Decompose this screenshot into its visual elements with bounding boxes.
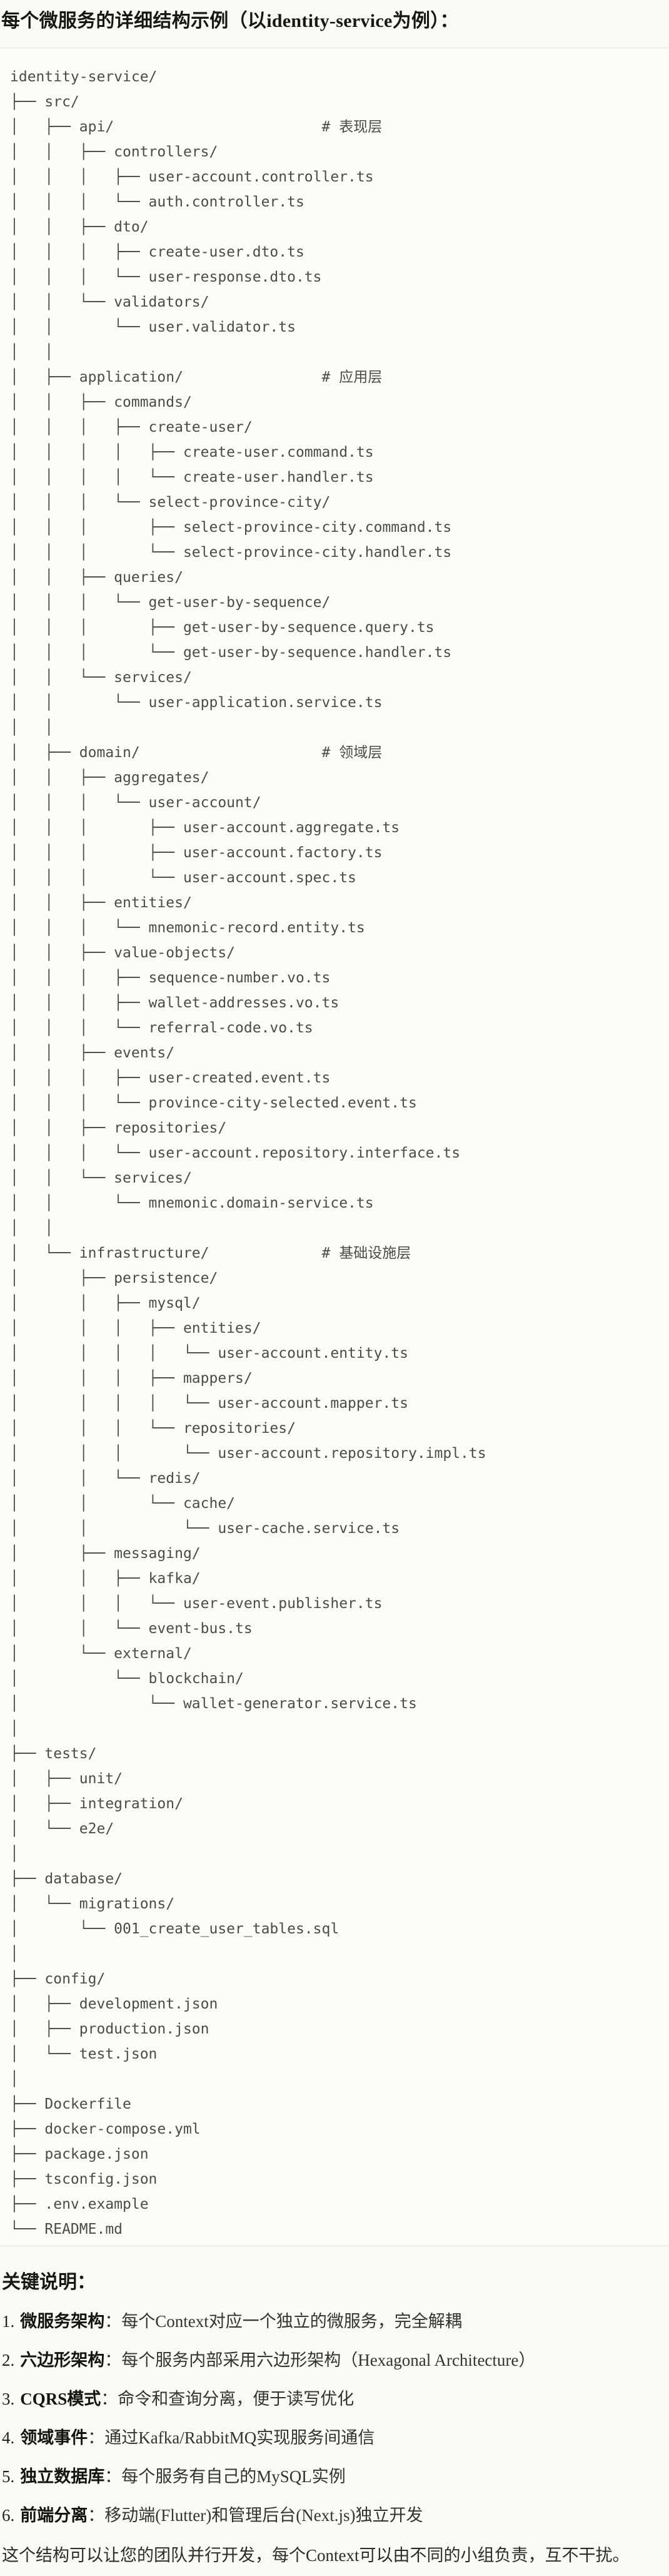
note-number: 2. <box>2 2351 15 2370</box>
note-item: 4. 领域事件：通过Kafka/RabbitMQ实现服务间通信 <box>2 2425 663 2450</box>
note-item: 1. 微服务架构：每个Context对应一个独立的微服务，完全解耦 <box>2 2309 663 2334</box>
note-separator: ： <box>104 2351 122 2370</box>
note-item: 6. 前端分离：移动端(Flutter)和管理后台(Next.js)独立开发 <box>2 2503 663 2528</box>
note-description: 移动端(Flutter)和管理后台(Next.js)独立开发 <box>104 2506 423 2525</box>
note-term: CQRS模式 <box>20 2390 101 2408</box>
note-description: 每个服务内部采用六边形架构（Hexagonal Architecture） <box>121 2351 536 2370</box>
note-number: 5. <box>2 2467 15 2486</box>
note-separator: ： <box>101 2390 118 2408</box>
page-title: 每个微服务的详细结构示例（以identity-service为例）： <box>1 11 459 31</box>
note-number: 3. <box>2 2390 15 2408</box>
note-separator: ： <box>104 2312 122 2331</box>
note-item: 2. 六边形架构：每个服务内部采用六边形架构（Hexagonal Architec… <box>2 2348 663 2373</box>
note-item: 3. CQRS模式：命令和查询分离，便于读写优化 <box>2 2386 663 2411</box>
note-separator: ： <box>88 2506 105 2525</box>
code-block: identity-service/ ├── src/ │ ├── api/ # … <box>0 48 669 2246</box>
note-term: 微服务架构 <box>20 2312 105 2331</box>
note-number: 4. <box>2 2428 15 2447</box>
closing-paragraph: 这个结构可以让您的团队并行开发，每个Context可以由不同的小组负责，互不干扰… <box>2 2546 630 2565</box>
note-number: 6. <box>2 2506 15 2525</box>
note-number: 1. <box>2 2312 15 2331</box>
note-term: 前端分离 <box>20 2506 88 2525</box>
note-description: 每个服务有自己的MySQL实例 <box>121 2467 346 2486</box>
key-notes-section: 关键说明： 1.微服务架构：每个Context对应一个独立的微服务，完全解耦 2… <box>0 2270 669 2568</box>
note-separator: ： <box>88 2428 105 2447</box>
note-separator: ： <box>104 2467 122 2486</box>
note-description: 通过Kafka/RabbitMQ实现服务间通信 <box>104 2428 375 2447</box>
note-description: 每个Context对应一个独立的微服务，完全解耦 <box>121 2312 462 2331</box>
note-item: 5. 独立数据库：每个服务有自己的MySQL实例 <box>2 2464 663 2489</box>
note-term: 独立数据库 <box>20 2467 105 2486</box>
note-description: 命令和查询分离，便于读写优化 <box>118 2390 355 2408</box>
notes-heading: 关键说明： <box>2 2272 96 2293</box>
note-term: 领域事件 <box>20 2428 88 2447</box>
file-tree: identity-service/ ├── src/ │ ├── api/ # … <box>10 69 486 2237</box>
note-term: 六边形架构 <box>20 2351 105 2370</box>
